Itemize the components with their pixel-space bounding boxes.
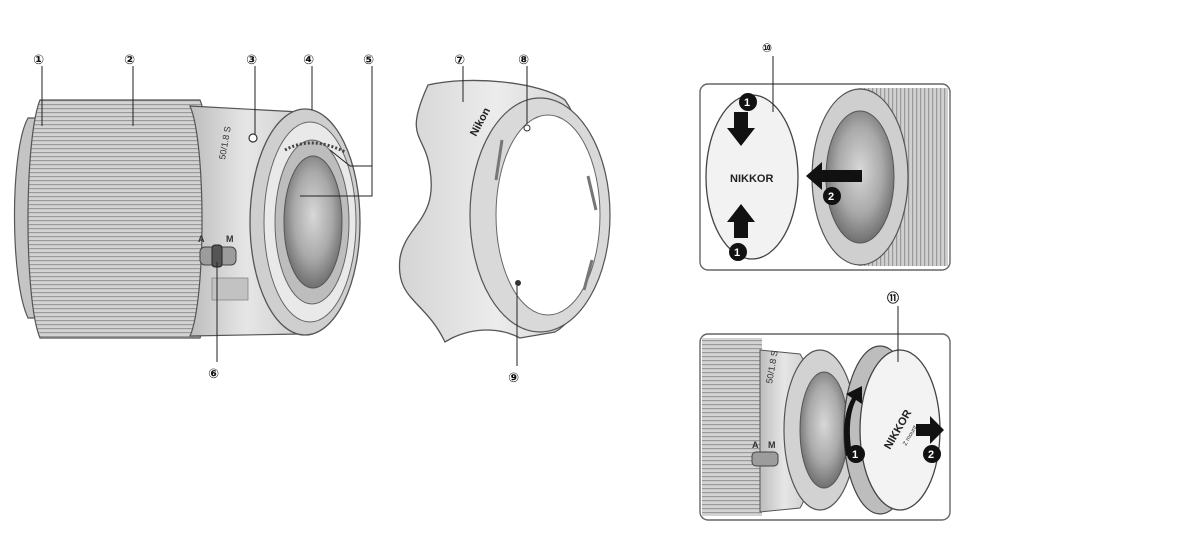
lens-control-ring: [28, 100, 212, 338]
rear-panel-switch-m: M: [768, 440, 776, 450]
front-cap-brand: NIKKOR: [730, 173, 773, 185]
callout-10: ⑩: [762, 41, 772, 55]
callout-1: ①: [33, 52, 44, 67]
mounting-index-mark: [249, 134, 257, 142]
callout-2: ②: [124, 52, 135, 67]
rear-panel-focus-switch: [752, 452, 778, 466]
front-cap-panel: NIKKOR 1 1 2: [700, 84, 950, 270]
callout-6: ⑥: [208, 366, 219, 381]
switch-label-m: M: [226, 234, 234, 244]
callout-4: ④: [303, 52, 314, 67]
front-step2-text: 2: [828, 191, 834, 203]
callout-8: ⑧: [518, 52, 529, 67]
rear-cap-panel: 50/1.8 S A M NIKKOR Z mount 1 2: [700, 334, 950, 520]
switch-label-a: A: [198, 234, 205, 244]
hood-alignment-mark: [524, 125, 530, 131]
rear-panel-lens-grip: [702, 338, 762, 516]
front-step1-bottom-text: 1: [734, 247, 740, 259]
rear-step1-text: 1: [852, 449, 858, 461]
rear-panel-switch-a: A: [752, 440, 759, 450]
lens-hood-illustration: Nikon: [399, 80, 610, 342]
front-step1-top-text: 1: [744, 97, 750, 109]
lens-illustration: 50/1.8 S A M: [15, 100, 361, 338]
hood-mounting-index: [515, 280, 521, 286]
callout-9: ⑨: [508, 370, 519, 385]
lens-rear-element: [284, 156, 342, 288]
rear-panel-lens-glass: [800, 372, 848, 488]
callout-11: ⑪: [887, 290, 899, 305]
callout-5: ⑤: [363, 52, 374, 67]
callout-3: ③: [246, 52, 257, 67]
callout-7: ⑦: [454, 52, 465, 67]
rear-step2-text: 2: [928, 449, 934, 461]
